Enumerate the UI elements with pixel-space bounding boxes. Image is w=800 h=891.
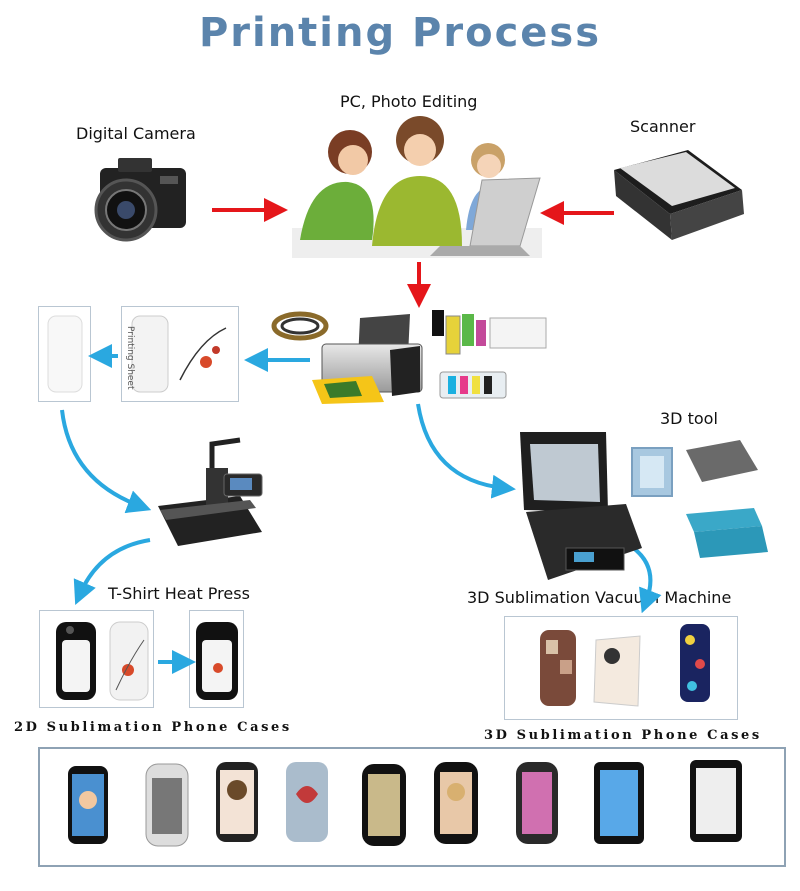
phone-case-icon [690,760,742,842]
phone-case-icon [47,315,83,393]
ink-bottles-icon [432,310,547,399]
phone-case-icon [145,763,189,847]
arrow-case-to-heat-press [60,409,152,514]
phone-case-icon [540,630,576,706]
phone-case-icon [516,762,558,844]
phone-case-icon [216,762,258,842]
phone-case-icon [594,762,644,844]
phone-case-icon [286,762,328,842]
phone-case-icon [196,622,238,700]
camera-icon [94,158,186,242]
label-pc-photo-editing: PC, Photo Editing [340,92,478,111]
label-vacuum-machine: 3D Sublimation Vacuum Machine [467,588,732,607]
phone-case-icon [593,635,641,707]
vacuum-machine-icon [520,432,642,580]
arrow-heat-press-to-cases [73,538,151,606]
scanner-icon [614,150,744,240]
phone-case-icon [56,622,96,700]
page-title: Printing Process [198,10,602,56]
phone-case-icon [362,764,406,846]
3d-tool-icon [631,440,768,558]
phone-case-icon [680,624,710,702]
label-3d-tool: 3D tool [660,409,718,428]
phone-case-icon [434,762,478,844]
heat-press-icon [158,437,263,546]
label-tshirt-heat-press: T-Shirt Heat Press [108,584,250,603]
label-digital-camera: Digital Camera [76,124,196,143]
label-3d-cases: 3D Sublimation Phone Cases [484,728,762,743]
printer-icon [312,314,423,404]
phone-case-icon [109,621,149,701]
printing-sheet-icon: Printing Sheet [125,315,227,393]
arrow-printer-to-vacuum [416,403,516,499]
people-with-laptop-icon [292,116,542,258]
phone-case-icon [68,766,108,844]
printing-sheet-text: Printing Sheet [125,326,135,390]
tape-roll-icon [271,311,329,341]
label-scanner: Scanner [630,117,696,136]
label-2d-cases: 2D Sublimation Phone Cases [14,720,292,735]
